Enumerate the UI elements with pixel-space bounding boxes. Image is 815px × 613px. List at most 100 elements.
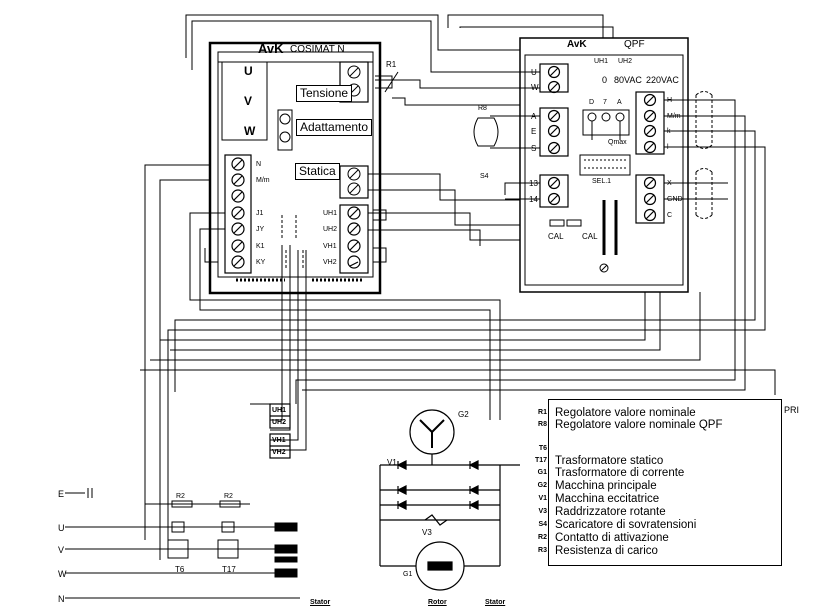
bottom-rotor: Rotor	[428, 599, 447, 606]
legend-code-r1: R1	[538, 409, 547, 416]
qpf-pot-a: A	[617, 99, 622, 106]
tensione-label: Tensione	[296, 85, 353, 102]
t17-label: T17	[222, 565, 236, 574]
legend-row-t6: T6	[539, 443, 781, 455]
adattamento-label: Adattamento	[296, 119, 373, 136]
qpf-left-13: 13	[529, 179, 538, 188]
legend-row-r1: R1 Regolatore valore nominale	[538, 407, 781, 419]
qpf-cal-2: CAL	[582, 232, 598, 241]
cosimat-terminal-mm: M/m	[256, 177, 270, 184]
legend-code-r2: R2	[538, 534, 547, 541]
qpf-brand: AvK	[567, 39, 587, 50]
qpf-left-14: 14	[529, 195, 538, 204]
legend-row-v3: V3 Raddrizzatore rotante	[538, 506, 781, 518]
legend-code-g1: G1	[537, 469, 547, 476]
generator-section	[379, 409, 520, 591]
legend-code-r3: R3	[538, 547, 547, 554]
cosimat-terminal-vh1: VH1	[323, 243, 337, 250]
uh1-label: UH1	[272, 407, 287, 414]
qpf-left-s: S	[531, 144, 537, 153]
legend-desc-r1: Regolatore valore nominale	[555, 407, 696, 419]
qpf-right-l: l	[667, 144, 669, 151]
qpf-pot-7: 7	[603, 99, 607, 106]
qpf-voltage-80: 80VAC	[614, 75, 642, 85]
cosimat-terminal-k1: K1	[256, 243, 265, 250]
qpf-qmax: Qmax	[608, 139, 627, 146]
r2-label-2: R2	[224, 493, 233, 500]
bottom-stator-2: Stator	[485, 599, 506, 606]
cosimat-r1-label: R1	[386, 60, 397, 69]
v1-label: V1	[387, 458, 397, 467]
legend-desc-r8: Regolatore valore nominale QPF	[555, 419, 723, 431]
qpf-voltage-0: 0	[602, 75, 608, 85]
legend-row-t17: T17 Trasformatore statico	[535, 455, 781, 467]
qpf-voltage-220: 220VAC	[646, 75, 679, 85]
qpf-right-mm: M/m	[667, 113, 681, 120]
statica-label: Statica	[295, 163, 340, 180]
legend-row-r3: R3 Resistenza di carico	[538, 545, 781, 557]
uh-vh-terminals	[269, 403, 291, 459]
qpf-right-x: X	[667, 180, 672, 187]
legend-code-s4: S4	[538, 521, 547, 528]
legend-row-s4: S4 Scaricatore di sovratensioni	[538, 519, 781, 531]
cosimat-terminal-uh1: UH1	[323, 210, 338, 217]
legend-desc-r2: Contatto di attivazione	[555, 532, 669, 544]
v3-label: V3	[422, 528, 432, 537]
legend-desc-r3: Resistenza di carico	[555, 545, 658, 557]
g1-label: G1	[403, 571, 413, 578]
vh2-label: VH2	[272, 449, 286, 456]
cosimat-terminal-uh2: UH2	[323, 226, 338, 233]
rectifier-diodes	[396, 460, 479, 510]
qpf-right-h: H	[667, 97, 673, 104]
qpf-left-a: A	[531, 112, 537, 121]
qpf-left-e: E	[531, 127, 537, 136]
legend-code-t6: T6	[538, 445, 547, 452]
interconnect-wires	[140, 14, 776, 560]
qpf-model: QPF	[624, 39, 645, 50]
cosimat-terminal-n: N	[256, 161, 262, 168]
legend-row-v1: V1 Macchina eccitatrice	[538, 493, 781, 505]
cosimat-input-v: V	[244, 94, 253, 108]
qpf-module	[519, 37, 713, 293]
legend-desc-s4: Scaricatore di sovratensioni	[555, 519, 697, 531]
bottom-stator-1: Stator	[310, 599, 331, 606]
qpf-left-u: U	[531, 68, 537, 77]
cosimat-terminal-j1: J1	[256, 210, 264, 217]
qpf-top-uh2: UH2	[618, 58, 633, 65]
cosimat-terminal-jy: JY	[256, 226, 265, 233]
t6-label: T6	[175, 565, 185, 574]
cosimat-input-w: W	[244, 124, 256, 138]
legend-desc-g1: Trasformatore di corrente	[555, 467, 685, 479]
legend-code-t17: T17	[534, 457, 547, 464]
legend-code-g2: G2	[537, 482, 547, 489]
cosimat-module	[204, 41, 399, 295]
legend-row-g2: G2 Macchina principale	[538, 480, 781, 492]
qpf-pot-d: D	[589, 99, 595, 106]
legend-code-v3: V3	[538, 508, 547, 515]
legend-desc-g2: Macchina principale	[555, 480, 657, 492]
qpf-r8-label: R8	[478, 105, 487, 112]
transformer-section	[65, 488, 300, 599]
legend-box: R1 Regolatore valore nominale R8 Regolat…	[535, 399, 782, 566]
g2-label: G2	[458, 410, 469, 419]
legend-code-r8: R8	[538, 421, 547, 428]
legend-code-v1: V1	[538, 495, 547, 502]
legend-corner-text: PRI	[784, 405, 800, 415]
qpf-cal-1: CAL	[548, 232, 564, 241]
qpf-right-k: k	[667, 128, 671, 135]
cosimat-input-u: U	[244, 64, 253, 78]
qpf-right-gnd: GND	[667, 196, 683, 203]
legend-row-g1: G1 Trasformatore di corrente	[538, 467, 781, 479]
cosimat-terminal-vh2: VH2	[323, 259, 337, 266]
qpf-right-c: C	[667, 212, 673, 219]
legend-row-r8: R8 Regolatore valore nominale QPF	[538, 419, 781, 431]
line-u: U	[58, 523, 65, 533]
r2-label-1: R2	[176, 493, 185, 500]
qpf-sel: SEL.1	[592, 178, 612, 185]
qpf-left-w: W	[531, 83, 539, 92]
vh1-label: VH1	[272, 437, 286, 444]
line-n: N	[58, 594, 65, 604]
line-e: E	[58, 489, 65, 499]
uh2-label: UH2	[272, 419, 287, 426]
